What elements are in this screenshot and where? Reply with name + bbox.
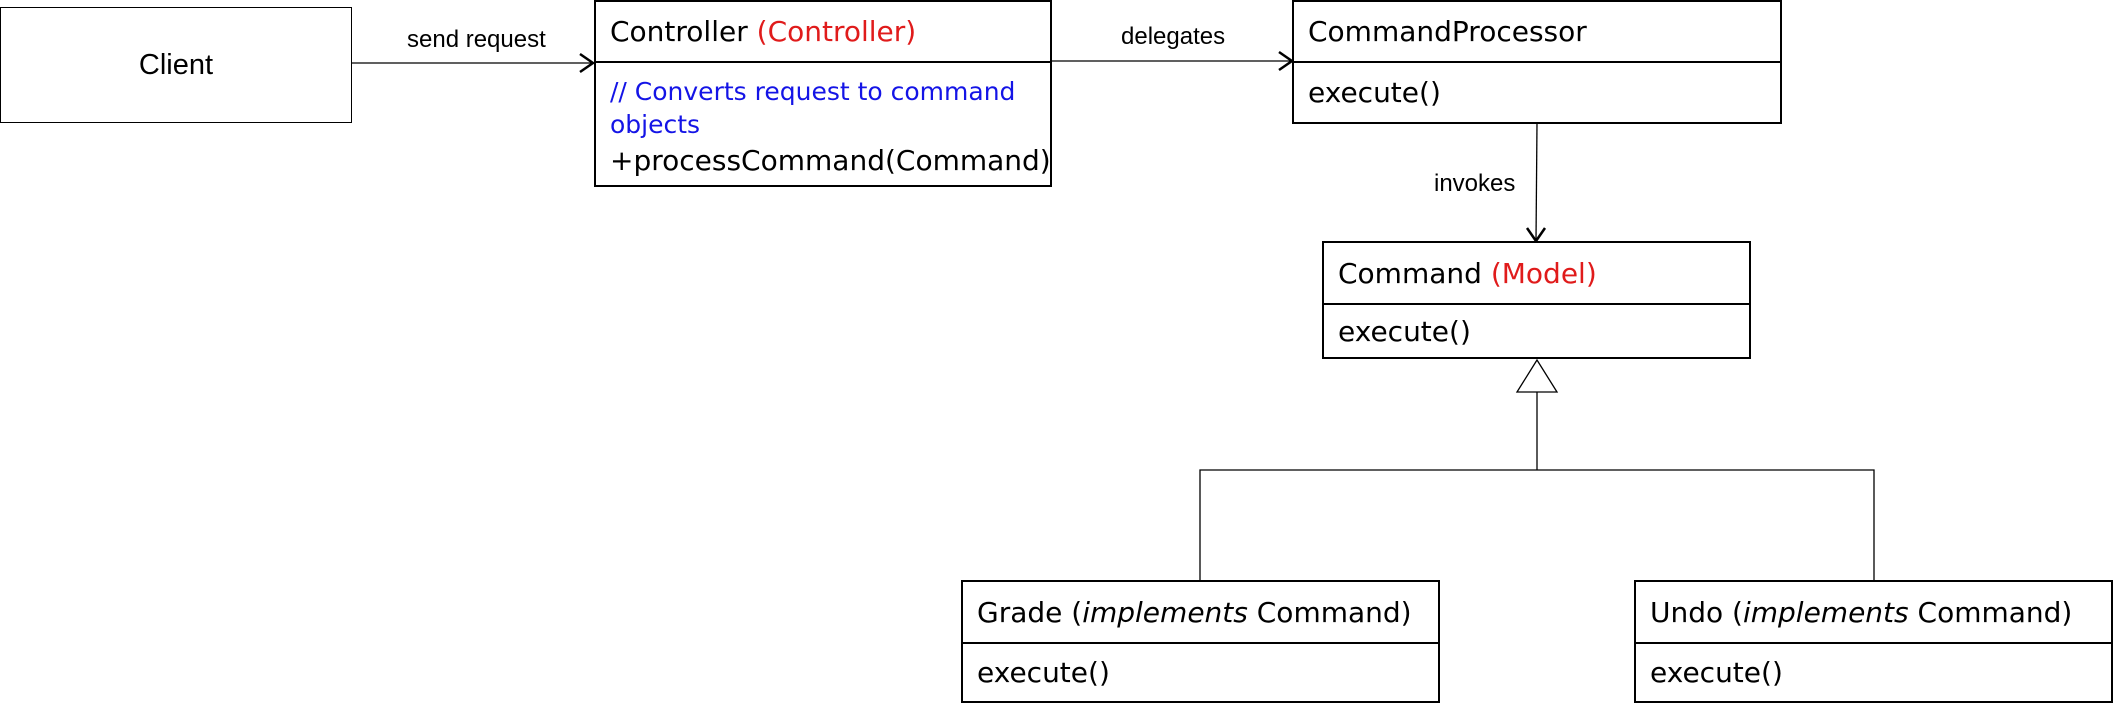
undo-method: execute() (1650, 656, 1783, 689)
controller-method: +processCommand(Command) (610, 144, 1051, 177)
invokes-label: invokes (1434, 170, 1516, 197)
controller-comment: // Converts request to command objects (610, 77, 1016, 139)
command-stereotype: (Model) (1490, 256, 1597, 290)
command-processor-method: execute() (1308, 76, 1441, 109)
command-header: Command (Model) (1324, 243, 1749, 305)
controller-class: Controller (Controller) // Converts requ… (594, 0, 1052, 187)
grade-class: Grade (implements Command) execute() (961, 580, 1440, 703)
undo-class: Undo (implements Command) execute() (1634, 580, 2113, 703)
send-request-arrowhead (579, 52, 596, 74)
command-processor-header: CommandProcessor (1294, 2, 1780, 63)
undo-name: Undo ( (1650, 595, 1743, 629)
undo-keyword: implements (1742, 595, 1909, 629)
grade-suffix: Command) (1247, 595, 1412, 629)
undo-body: execute() (1636, 644, 2111, 701)
grade-body: execute() (963, 644, 1438, 701)
delegates-label: delegates (1121, 23, 1226, 50)
send-request-label: send request (407, 26, 546, 53)
command-method: execute() (1338, 314, 1471, 348)
command-processor-name: CommandProcessor (1308, 15, 1587, 48)
undo-suffix: Command) (1908, 595, 2073, 629)
command-processor-class: CommandProcessor execute() (1292, 0, 1782, 124)
grade-header: Grade (implements Command) (963, 582, 1438, 644)
command-name: Command (1338, 256, 1482, 290)
controller-body: // Converts request to command objects +… (596, 63, 1051, 177)
command-body: execute() (1324, 305, 1749, 357)
client-label: Client (138, 48, 214, 81)
grade-method: execute() (977, 656, 1110, 689)
grade-name: Grade ( (977, 595, 1083, 629)
client-box: Client (0, 7, 352, 123)
controller-name: Controller (610, 15, 748, 48)
command-class: Command (Model) execute() (1322, 241, 1751, 359)
undo-header: Undo (implements Command) (1636, 582, 2111, 644)
controller-header: Controller (Controller) (596, 2, 1050, 63)
command-processor-body: execute() (1294, 63, 1780, 122)
inheritance-tree (1199, 469, 1875, 580)
controller-stereotype: (Controller) (756, 15, 917, 48)
invokes-line (1535, 122, 1538, 242)
generalization-triangle (1515, 358, 1559, 393)
grade-keyword: implements (1082, 595, 1248, 629)
